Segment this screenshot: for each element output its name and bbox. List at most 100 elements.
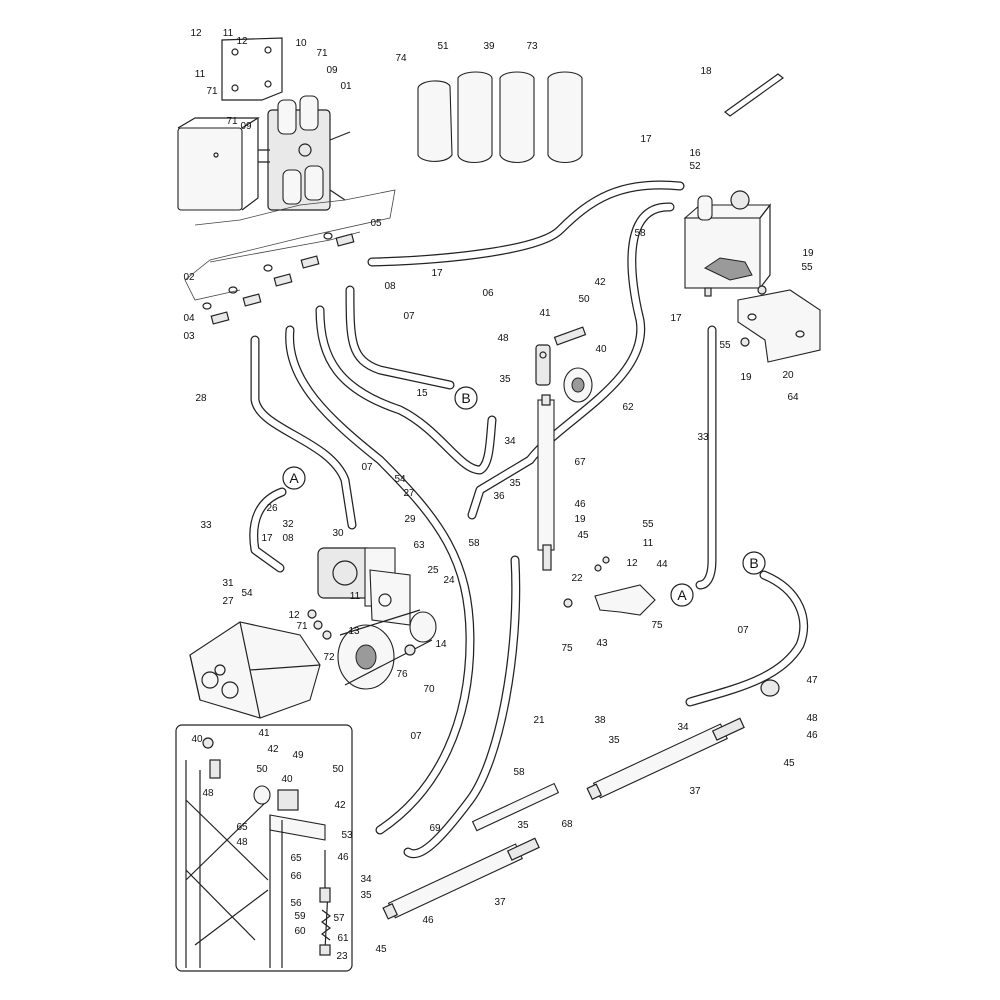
callout-c-68: 68 <box>561 819 573 830</box>
callout-c-37a: 37 <box>689 786 701 797</box>
callout-c-35c: 35 <box>608 735 620 746</box>
callout-c-54a: 54 <box>394 474 406 485</box>
callout-c-66: 66 <box>290 871 302 882</box>
callout-c-76: 76 <box>396 669 408 680</box>
marker-m-B2: B <box>742 551 766 575</box>
hydraulic-pump <box>307 547 437 690</box>
callout-c-45a: 45 <box>577 530 589 541</box>
callout-c-18: 18 <box>700 66 712 77</box>
callout-c-02: 02 <box>183 272 195 283</box>
marker-circle <box>282 466 306 490</box>
callout-c-42b: 42 <box>267 744 279 755</box>
callout-c-13: 13 <box>348 626 360 637</box>
marker-letter: A <box>677 587 687 603</box>
marker-circle <box>742 551 766 575</box>
callout-c-45b: 45 <box>783 758 795 769</box>
callout-c-35e: 35 <box>360 890 372 901</box>
callout-c-58b: 58 <box>468 538 480 549</box>
callout-c-19b: 19 <box>740 372 752 383</box>
callout-c-11c: 11 <box>643 538 654 549</box>
callout-c-53: 53 <box>341 830 353 841</box>
callout-c-47: 47 <box>806 675 818 686</box>
oil-tank <box>683 190 772 297</box>
callout-c-71d: 71 <box>296 621 308 632</box>
callout-c-14: 14 <box>435 639 447 650</box>
marker-m-B1: B <box>454 386 478 410</box>
callout-c-28: 28 <box>195 393 207 404</box>
hose-clamp-bracket <box>563 556 656 616</box>
lower-cylinder-1 <box>382 837 540 920</box>
callout-c-54b: 54 <box>241 588 253 599</box>
callout-c-29: 29 <box>404 514 416 525</box>
marker-circle <box>454 386 478 410</box>
callout-c-69: 69 <box>429 823 441 834</box>
callout-c-70: 70 <box>423 684 435 695</box>
callout-c-11b: 11 <box>195 69 206 80</box>
callout-c-16: 16 <box>689 148 701 159</box>
inset-detail-box <box>175 724 353 972</box>
callout-c-17a: 17 <box>640 134 652 145</box>
callout-c-32: 32 <box>282 519 294 530</box>
callout-c-11a: 11 <box>223 28 234 39</box>
callout-c-46b: 46 <box>806 730 818 741</box>
rod-68 <box>471 782 560 832</box>
marker-m-A1: A <box>282 466 306 490</box>
callout-c-12c: 12 <box>626 558 638 569</box>
callout-c-75a: 75 <box>651 620 663 631</box>
callout-c-30: 30 <box>332 528 344 539</box>
callout-c-62: 62 <box>622 402 634 413</box>
callout-c-57: 57 <box>333 913 345 924</box>
callout-c-55c: 55 <box>642 519 654 530</box>
callout-c-67: 67 <box>574 457 586 468</box>
callout-c-46c: 46 <box>337 852 349 863</box>
callout-c-65a: 65 <box>236 822 248 833</box>
callout-c-60: 60 <box>294 926 306 937</box>
callout-c-26: 26 <box>266 503 278 514</box>
callout-c-46a: 46 <box>574 499 586 510</box>
section-markers: A B A B <box>282 386 766 607</box>
callout-c-40c: 40 <box>281 774 293 785</box>
callout-c-48c: 48 <box>202 788 214 799</box>
callout-c-22: 22 <box>571 573 583 584</box>
callout-c-17d: 17 <box>261 533 273 544</box>
hose-fittings-group <box>202 232 355 325</box>
callout-c-12b: 12 <box>236 36 248 47</box>
callout-c-72: 72 <box>323 652 335 663</box>
callout-c-19c: 19 <box>574 514 586 525</box>
callout-c-21: 21 <box>533 715 545 726</box>
callout-c-40b: 40 <box>191 734 203 745</box>
callout-c-48d: 48 <box>236 837 248 848</box>
callout-c-34b: 34 <box>677 722 689 733</box>
callout-c-07a: 07 <box>403 311 415 322</box>
callout-c-65b: 65 <box>290 853 302 864</box>
callout-c-41a: 41 <box>539 308 551 319</box>
callout-c-03: 03 <box>183 331 195 342</box>
callout-c-71a: 71 <box>316 48 328 59</box>
callout-c-51: 51 <box>437 41 449 52</box>
callout-c-38: 38 <box>594 715 606 726</box>
callout-c-42c: 42 <box>334 800 346 811</box>
callout-c-50a: 50 <box>578 294 590 305</box>
callout-c-17c: 17 <box>670 313 682 324</box>
callout-c-24: 24 <box>443 575 455 586</box>
vertical-cylinder <box>535 326 593 571</box>
callout-c-27a: 27 <box>403 488 415 499</box>
callout-c-50b: 50 <box>256 764 268 775</box>
marker-circle <box>670 583 694 607</box>
callout-c-12a: 12 <box>190 28 202 39</box>
marker-letter: B <box>749 555 758 571</box>
lower-cylinder-2 <box>586 717 745 801</box>
control-valve-assembly <box>177 37 396 301</box>
callout-c-31: 31 <box>222 578 234 589</box>
callout-c-48a: 48 <box>497 333 509 344</box>
callout-c-41b: 41 <box>258 728 270 739</box>
protective-sleeves <box>417 71 583 164</box>
callout-c-35d: 35 <box>517 820 529 831</box>
callout-c-64: 64 <box>787 392 799 403</box>
callout-c-73: 73 <box>526 41 538 52</box>
callout-c-52: 52 <box>689 161 701 172</box>
callout-c-43: 43 <box>596 638 608 649</box>
callout-c-07b: 07 <box>361 462 373 473</box>
callout-c-39: 39 <box>483 41 495 52</box>
callout-c-06: 06 <box>482 288 494 299</box>
